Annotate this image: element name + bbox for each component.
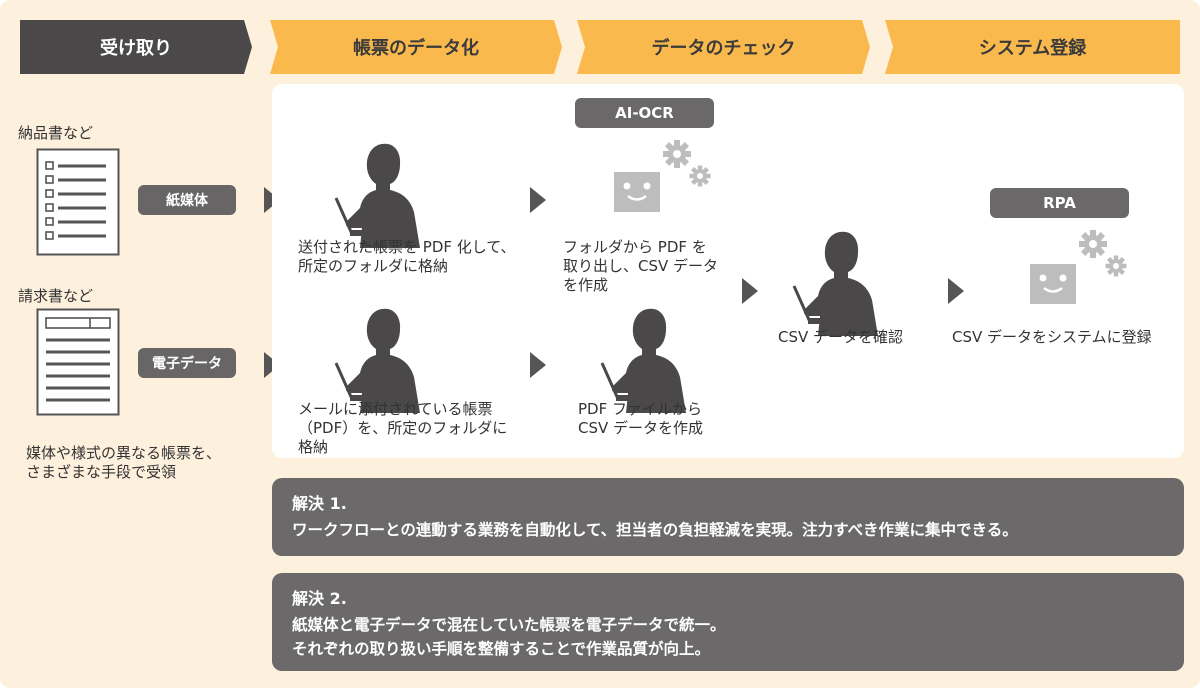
doc1-label: 納品書など	[18, 124, 94, 142]
step-check-label: データのチェック	[651, 38, 796, 59]
text-line: PDF ファイルから	[578, 400, 702, 418]
operator-pdf-icon	[600, 307, 688, 415]
step-digitize: 帳票のデータ化	[270, 20, 562, 74]
arrow-right-icon	[530, 352, 546, 378]
text-line: （PDF）を、所定のフォルダに	[298, 419, 508, 437]
step-register-label: システム登録	[978, 38, 1087, 59]
operator-mail-icon	[334, 307, 422, 415]
receive-note-line: 媒体や様式の異なる帳票を、	[26, 444, 222, 462]
rpa-badge: RPA	[990, 188, 1129, 218]
solution-1-title: 解決 1.	[292, 494, 347, 513]
text-line: 取り出し、CSV データ	[563, 257, 719, 275]
text-line: 送付された帳票を PDF 化して、	[298, 238, 516, 256]
receive-note-line: さまざまな手段で受領	[26, 463, 177, 481]
ocr-mail-text: PDF ファイルから CSV データを作成	[578, 400, 703, 438]
electronic-data-badge: 電子データ	[138, 348, 236, 378]
receive-note: 媒体や様式の異なる帳票を、 さまざまな手段で受領	[26, 444, 221, 482]
text-line: CSV データを作成	[578, 419, 704, 437]
step-check: データのチェック	[577, 20, 870, 74]
step-digitize-label: 帳票のデータ化	[353, 38, 479, 59]
csv-confirm-text: CSV データを確認	[778, 328, 904, 346]
arrow-right-icon	[742, 278, 758, 304]
ai-ocr-badge: AI-OCR	[575, 98, 714, 128]
text-line: 格納	[298, 438, 329, 456]
rpa-robot-icon	[1030, 230, 1127, 304]
step-receive: 受け取り	[20, 20, 252, 74]
text-line: フォルダから PDF を	[563, 238, 707, 256]
solution-2-line: それぞれの取り扱い手順を整備することで作業品質が向上。	[292, 640, 711, 658]
csv-register-text: CSV データをシステムに登録	[952, 328, 1152, 346]
ocr-paper-text: フォルダから PDF を 取り出し、CSV データ を作成	[563, 238, 718, 295]
invoice-document-icon	[36, 308, 120, 416]
mail-store-text: メールに添付されている帳票 （PDF）を、所定のフォルダに 格納	[298, 400, 507, 457]
ai-ocr-robot-icon	[614, 140, 711, 212]
step-register: システム登録	[885, 20, 1180, 74]
operator-confirm-icon	[792, 230, 880, 338]
arrow-right-icon	[948, 278, 964, 304]
paper-scan-text: 送付された帳票を PDF 化して、 所定のフォルダに格納	[298, 238, 516, 276]
text-line: を作成	[563, 276, 609, 294]
step-receive-label: 受け取り	[100, 38, 172, 59]
doc2-label: 請求書など	[18, 287, 94, 305]
solution-1-line: ワークフローとの連動する業務を自動化して、担当者の負担軽減を実現。注力すべき作業…	[292, 521, 1018, 539]
paper-media-badge: 紙媒体	[138, 185, 236, 215]
arrow-right-icon	[530, 187, 546, 213]
operator-scanning-icon	[334, 142, 422, 250]
solution-2-box: 解決 2. 紙媒体と電子データで混在していた帳票を電子データで統一。 それぞれの…	[272, 573, 1184, 671]
solution-1-box: 解決 1. ワークフローとの連動する業務を自動化して、担当者の負担軽減を実現。注…	[272, 478, 1184, 556]
text-line: メールに添付されている帳票	[298, 400, 493, 418]
delivery-note-document-icon	[36, 148, 120, 256]
text-line: 所定のフォルダに格納	[298, 257, 449, 275]
process-steps: 受け取り 帳票のデータ化 データのチェック システム登録	[20, 20, 1180, 74]
solution-2-title: 解決 2.	[292, 589, 347, 608]
solution-2-line: 紙媒体と電子データで混在していた帳票を電子データで統一。	[292, 616, 726, 634]
